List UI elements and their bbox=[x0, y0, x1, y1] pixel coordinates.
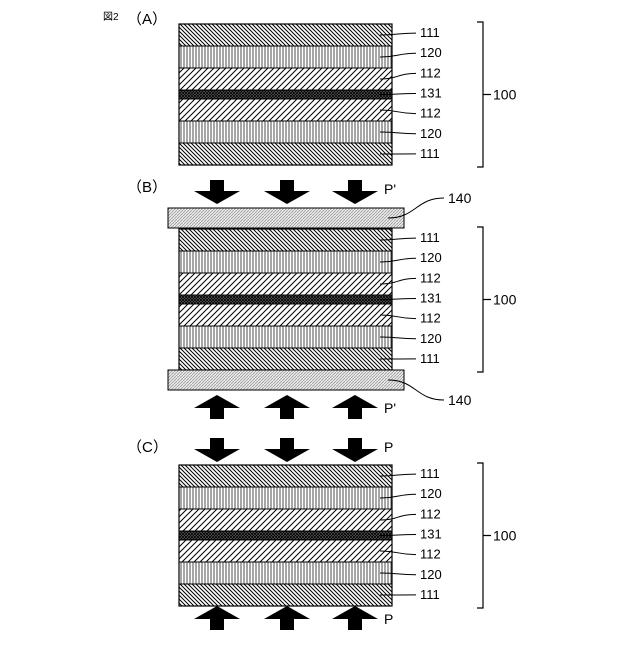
layer-120 bbox=[179, 326, 392, 348]
panel-label-A: （A） bbox=[127, 11, 167, 28]
layer-label-112: 112 bbox=[420, 106, 441, 121]
panel-C: （C）111120112131112120111100PP bbox=[127, 438, 517, 630]
layer-120 bbox=[179, 562, 392, 584]
assembly-label: 100 bbox=[493, 87, 517, 103]
layer-label-131: 131 bbox=[420, 527, 442, 542]
layer-label-111: 111 bbox=[420, 230, 440, 245]
layer-111 bbox=[179, 143, 392, 165]
layer-label-111: 111 bbox=[420, 351, 440, 366]
layer-label-131: 131 bbox=[420, 86, 442, 101]
assembly-label: 100 bbox=[493, 292, 517, 308]
layer-label-112: 112 bbox=[420, 270, 441, 285]
pressure-arrow-down bbox=[332, 438, 378, 462]
pressing-plate-top bbox=[168, 208, 404, 228]
layer-label-112: 112 bbox=[420, 65, 441, 80]
layer-stack bbox=[179, 229, 392, 370]
layer-label-120: 120 bbox=[420, 126, 442, 141]
layer-111 bbox=[179, 465, 392, 487]
layer-120 bbox=[179, 46, 392, 68]
layer-112 bbox=[179, 509, 392, 531]
layer-111 bbox=[179, 348, 392, 370]
plate-label-top: 140 bbox=[448, 190, 472, 206]
layer-label-112: 112 bbox=[420, 547, 441, 562]
assembly-brace bbox=[477, 227, 491, 372]
pressure-arrow-down bbox=[264, 180, 310, 204]
pressure-label-bottom: P bbox=[384, 611, 393, 627]
layer-label-131: 131 bbox=[420, 291, 442, 306]
layer-label-111: 111 bbox=[420, 25, 440, 40]
layer-label-112: 112 bbox=[420, 506, 441, 521]
pressure-arrow-up bbox=[332, 395, 378, 419]
pressure-arrow-down bbox=[194, 438, 240, 462]
pressure-arrow-up bbox=[194, 395, 240, 419]
layer-label-111: 111 bbox=[420, 587, 440, 602]
panel-B: （B）111120112131112120111100140140P'P' bbox=[127, 179, 517, 419]
layer-label-111: 111 bbox=[420, 466, 440, 481]
layer-label-120: 120 bbox=[420, 567, 442, 582]
layer-label-120: 120 bbox=[420, 486, 442, 501]
layer-label-111: 111 bbox=[420, 146, 440, 161]
pressure-arrow-up bbox=[194, 606, 240, 630]
layer-stack bbox=[179, 24, 392, 165]
assembly-label: 100 bbox=[493, 528, 517, 544]
layer-120 bbox=[179, 487, 392, 509]
assembly-brace bbox=[477, 463, 491, 608]
pressure-label-top: P' bbox=[384, 181, 396, 197]
panel-label-B: （B） bbox=[127, 179, 167, 196]
figure-label: 図2 bbox=[103, 11, 119, 23]
layer-111 bbox=[179, 24, 392, 46]
pressure-arrow-up bbox=[332, 606, 378, 630]
layer-label-120: 120 bbox=[420, 331, 442, 346]
pressure-arrow-down bbox=[332, 180, 378, 204]
panel-A: （A） 111 120 112 131 112 120 111 100 bbox=[127, 11, 517, 167]
pressure-arrow-down bbox=[194, 180, 240, 204]
pressure-label-bottom: P' bbox=[384, 400, 396, 416]
assembly-brace bbox=[477, 22, 491, 167]
layer-120 bbox=[179, 251, 392, 273]
layer-131 bbox=[179, 295, 392, 304]
pressure-arrow-up bbox=[264, 395, 310, 419]
plate-label-bottom: 140 bbox=[448, 392, 472, 408]
layer-label-120: 120 bbox=[420, 45, 442, 60]
layer-131 bbox=[179, 531, 392, 540]
pressure-label-top: P bbox=[384, 439, 393, 455]
layer-112 bbox=[179, 68, 392, 90]
pressing-plate-bottom bbox=[168, 370, 404, 390]
layer-111 bbox=[179, 229, 392, 251]
layer-111 bbox=[179, 584, 392, 606]
layer-120 bbox=[179, 121, 392, 143]
panel-label-C: （C） bbox=[127, 439, 168, 456]
pressure-arrow-down bbox=[264, 438, 310, 462]
pressure-arrow-up bbox=[264, 606, 310, 630]
layer-label-120: 120 bbox=[420, 250, 442, 265]
layer-131 bbox=[179, 90, 392, 99]
layer-stack bbox=[179, 465, 392, 606]
layer-112 bbox=[179, 304, 392, 326]
layer-112 bbox=[179, 273, 392, 295]
layer-label-112: 112 bbox=[420, 311, 441, 326]
layer-112 bbox=[179, 99, 392, 121]
layer-112 bbox=[179, 540, 392, 562]
